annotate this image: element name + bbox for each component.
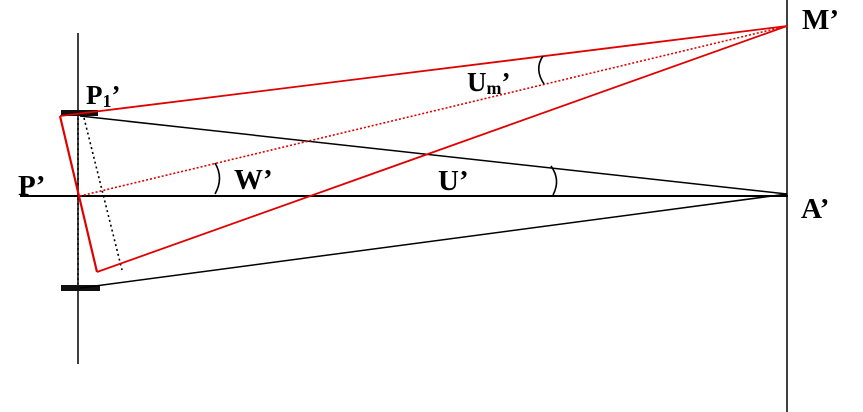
label-p1-sub: 1 — [103, 91, 112, 111]
black-ray-top-to-a — [79, 115, 788, 195]
label-p: P’ — [18, 170, 45, 202]
red-dotted-chief-ray — [79, 25, 788, 197]
angle-arc-um — [537, 55, 545, 85]
label-um: Um’ — [467, 67, 511, 98]
red-tilted-pupil — [58, 115, 99, 273]
label-um-sub: m — [487, 78, 502, 98]
label-m: M’ — [802, 4, 839, 36]
label-um-base: U — [467, 67, 487, 97]
label-p1-base: P — [86, 80, 103, 110]
label-p1: P1’ — [86, 80, 121, 111]
label-p1-prime: ’ — [112, 80, 121, 110]
label-w: W’ — [234, 164, 273, 196]
label-um-prime: ’ — [502, 67, 511, 97]
angle-arc-u — [550, 165, 558, 196]
label-a: A’ — [801, 193, 829, 225]
red-ray-bottom-to-m — [96, 25, 788, 273]
red-ray-top-to-m — [59, 25, 788, 117]
angle-arc-w — [214, 162, 221, 195]
black-dotted-tilted-pupil — [83, 117, 123, 271]
black-ray-bottom-to-a — [79, 193, 788, 289]
label-u: U’ — [438, 165, 469, 197]
